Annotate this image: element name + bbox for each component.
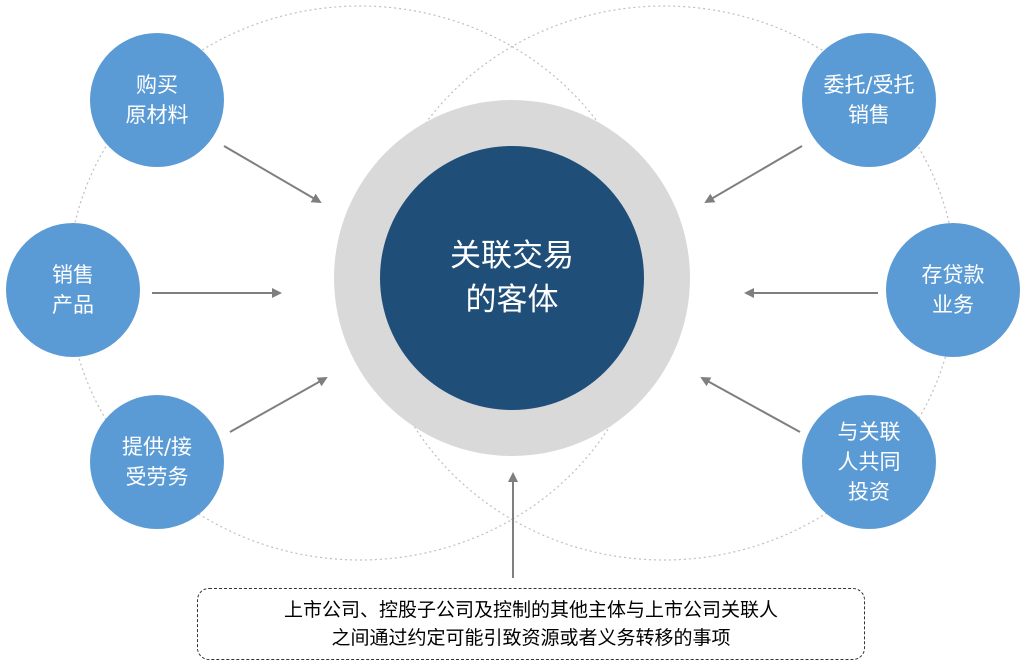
node-labor-services: 提供/接 受劳务	[90, 395, 224, 529]
arrow-purchase	[223, 145, 322, 204]
node-label: 存贷款 业务	[921, 263, 985, 317]
center-circle: 关联交易 的客体	[380, 146, 644, 410]
definition-box: 上市公司、控股子公司及控制的其他主体与上市公司关联人 之间通过约定可能引致资源或…	[197, 588, 865, 660]
node-joint-investment: 与关联 人共同 投资	[802, 395, 936, 529]
arrow-services	[229, 377, 328, 433]
node-purchase-materials: 购买 原材料	[90, 33, 224, 167]
arrow-consignment	[704, 145, 803, 204]
node-label: 购买 原材料	[125, 73, 189, 127]
node-label: 提供/接 受劳务	[121, 435, 193, 489]
node-sell-products: 销售 产品	[6, 223, 140, 357]
node-deposits-loans: 存贷款 业务	[886, 223, 1020, 357]
node-label: 销售 产品	[52, 263, 94, 317]
definition-text: 上市公司、控股子公司及控制的其他主体与上市公司关联人 之间通过约定可能引致资源或…	[283, 599, 778, 649]
arrow-joint-investment	[700, 377, 801, 433]
center-title: 关联交易 的客体	[450, 238, 574, 318]
node-label: 与关联 人共同 投资	[837, 420, 901, 504]
node-label: 委托/受托 销售	[823, 73, 915, 127]
node-consignment-sales: 委托/受托 销售	[802, 33, 936, 167]
